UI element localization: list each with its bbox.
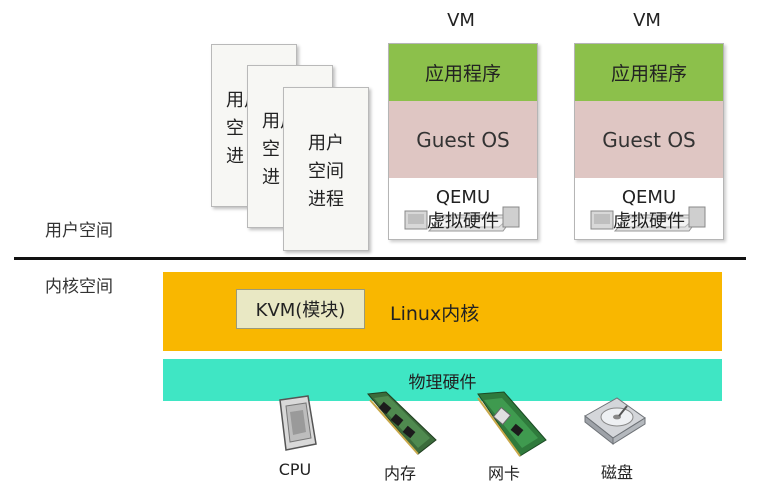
- vm-1-application-layer: 应用程序: [389, 44, 537, 101]
- vm-2-virtual-hardware-text: 虚拟硬件: [613, 211, 685, 232]
- process-card-front-line-2: 空间: [308, 161, 344, 182]
- vm-1-guest-os-layer: Guest OS: [389, 101, 537, 178]
- vm-2-guest-os-layer: Guest OS: [575, 101, 723, 178]
- vm-1-box: 应用程序 Guest OS QEMU 虚拟硬件: [388, 43, 538, 240]
- hard-disk-label: 磁盘: [600, 463, 633, 482]
- kvm-module-box: KVM(模块): [236, 289, 365, 329]
- vm-1-qemu-layer: QEMU 虚拟硬件: [389, 178, 537, 239]
- cpu-chip-icon: [279, 395, 317, 451]
- user-kernel-divider: [14, 257, 746, 260]
- virtual-hardware-icon: [590, 206, 706, 232]
- user-space-label: 用户空间: [45, 221, 113, 241]
- vm-1-title: VM: [447, 10, 475, 31]
- process-card-middle-line-2: 空: [262, 139, 280, 160]
- vm-2-qemu-text: QEMU: [621, 187, 677, 208]
- process-card-middle-line-3: 进: [262, 167, 280, 188]
- vm-2-qemu-label: QEMU 虚拟硬件: [575, 186, 723, 234]
- vm-1-qemu-label: QEMU 虚拟硬件: [389, 186, 537, 234]
- memory-label: 内存: [383, 464, 416, 483]
- memory-module-icon: [367, 391, 437, 455]
- vm-1-qemu-text: QEMU: [435, 187, 491, 208]
- vm-2-application-layer: 应用程序: [575, 44, 723, 101]
- process-card-front-text: 用户 空间 进程: [284, 130, 368, 214]
- linux-kernel-label: Linux内核: [390, 303, 480, 325]
- kernel-space-label: 内核空间: [45, 277, 113, 297]
- vm-2-box: 应用程序 Guest OS QEMU 虚拟硬件: [574, 43, 724, 240]
- vm-2-qemu-layer: QEMU 虚拟硬件: [575, 178, 723, 239]
- hard-disk-icon: [584, 397, 646, 446]
- vm-2-title: VM: [633, 10, 661, 31]
- network-card-icon: [477, 391, 547, 457]
- process-card-back-line-2: 空: [226, 118, 244, 139]
- network-card-label: 网卡: [487, 464, 520, 483]
- process-card-front-line-1: 用户: [308, 133, 344, 154]
- process-card-back-line-3: 进: [226, 146, 244, 167]
- virtual-hardware-icon: [404, 206, 520, 232]
- vm-1-virtual-hardware-text: 虚拟硬件: [427, 211, 499, 232]
- physical-hardware-bar: 物理硬件: [163, 359, 722, 401]
- cpu-label: CPU: [278, 460, 312, 479]
- process-card-front: 用户 空间 进程: [283, 87, 369, 251]
- process-card-front-line-3: 进程: [308, 189, 344, 210]
